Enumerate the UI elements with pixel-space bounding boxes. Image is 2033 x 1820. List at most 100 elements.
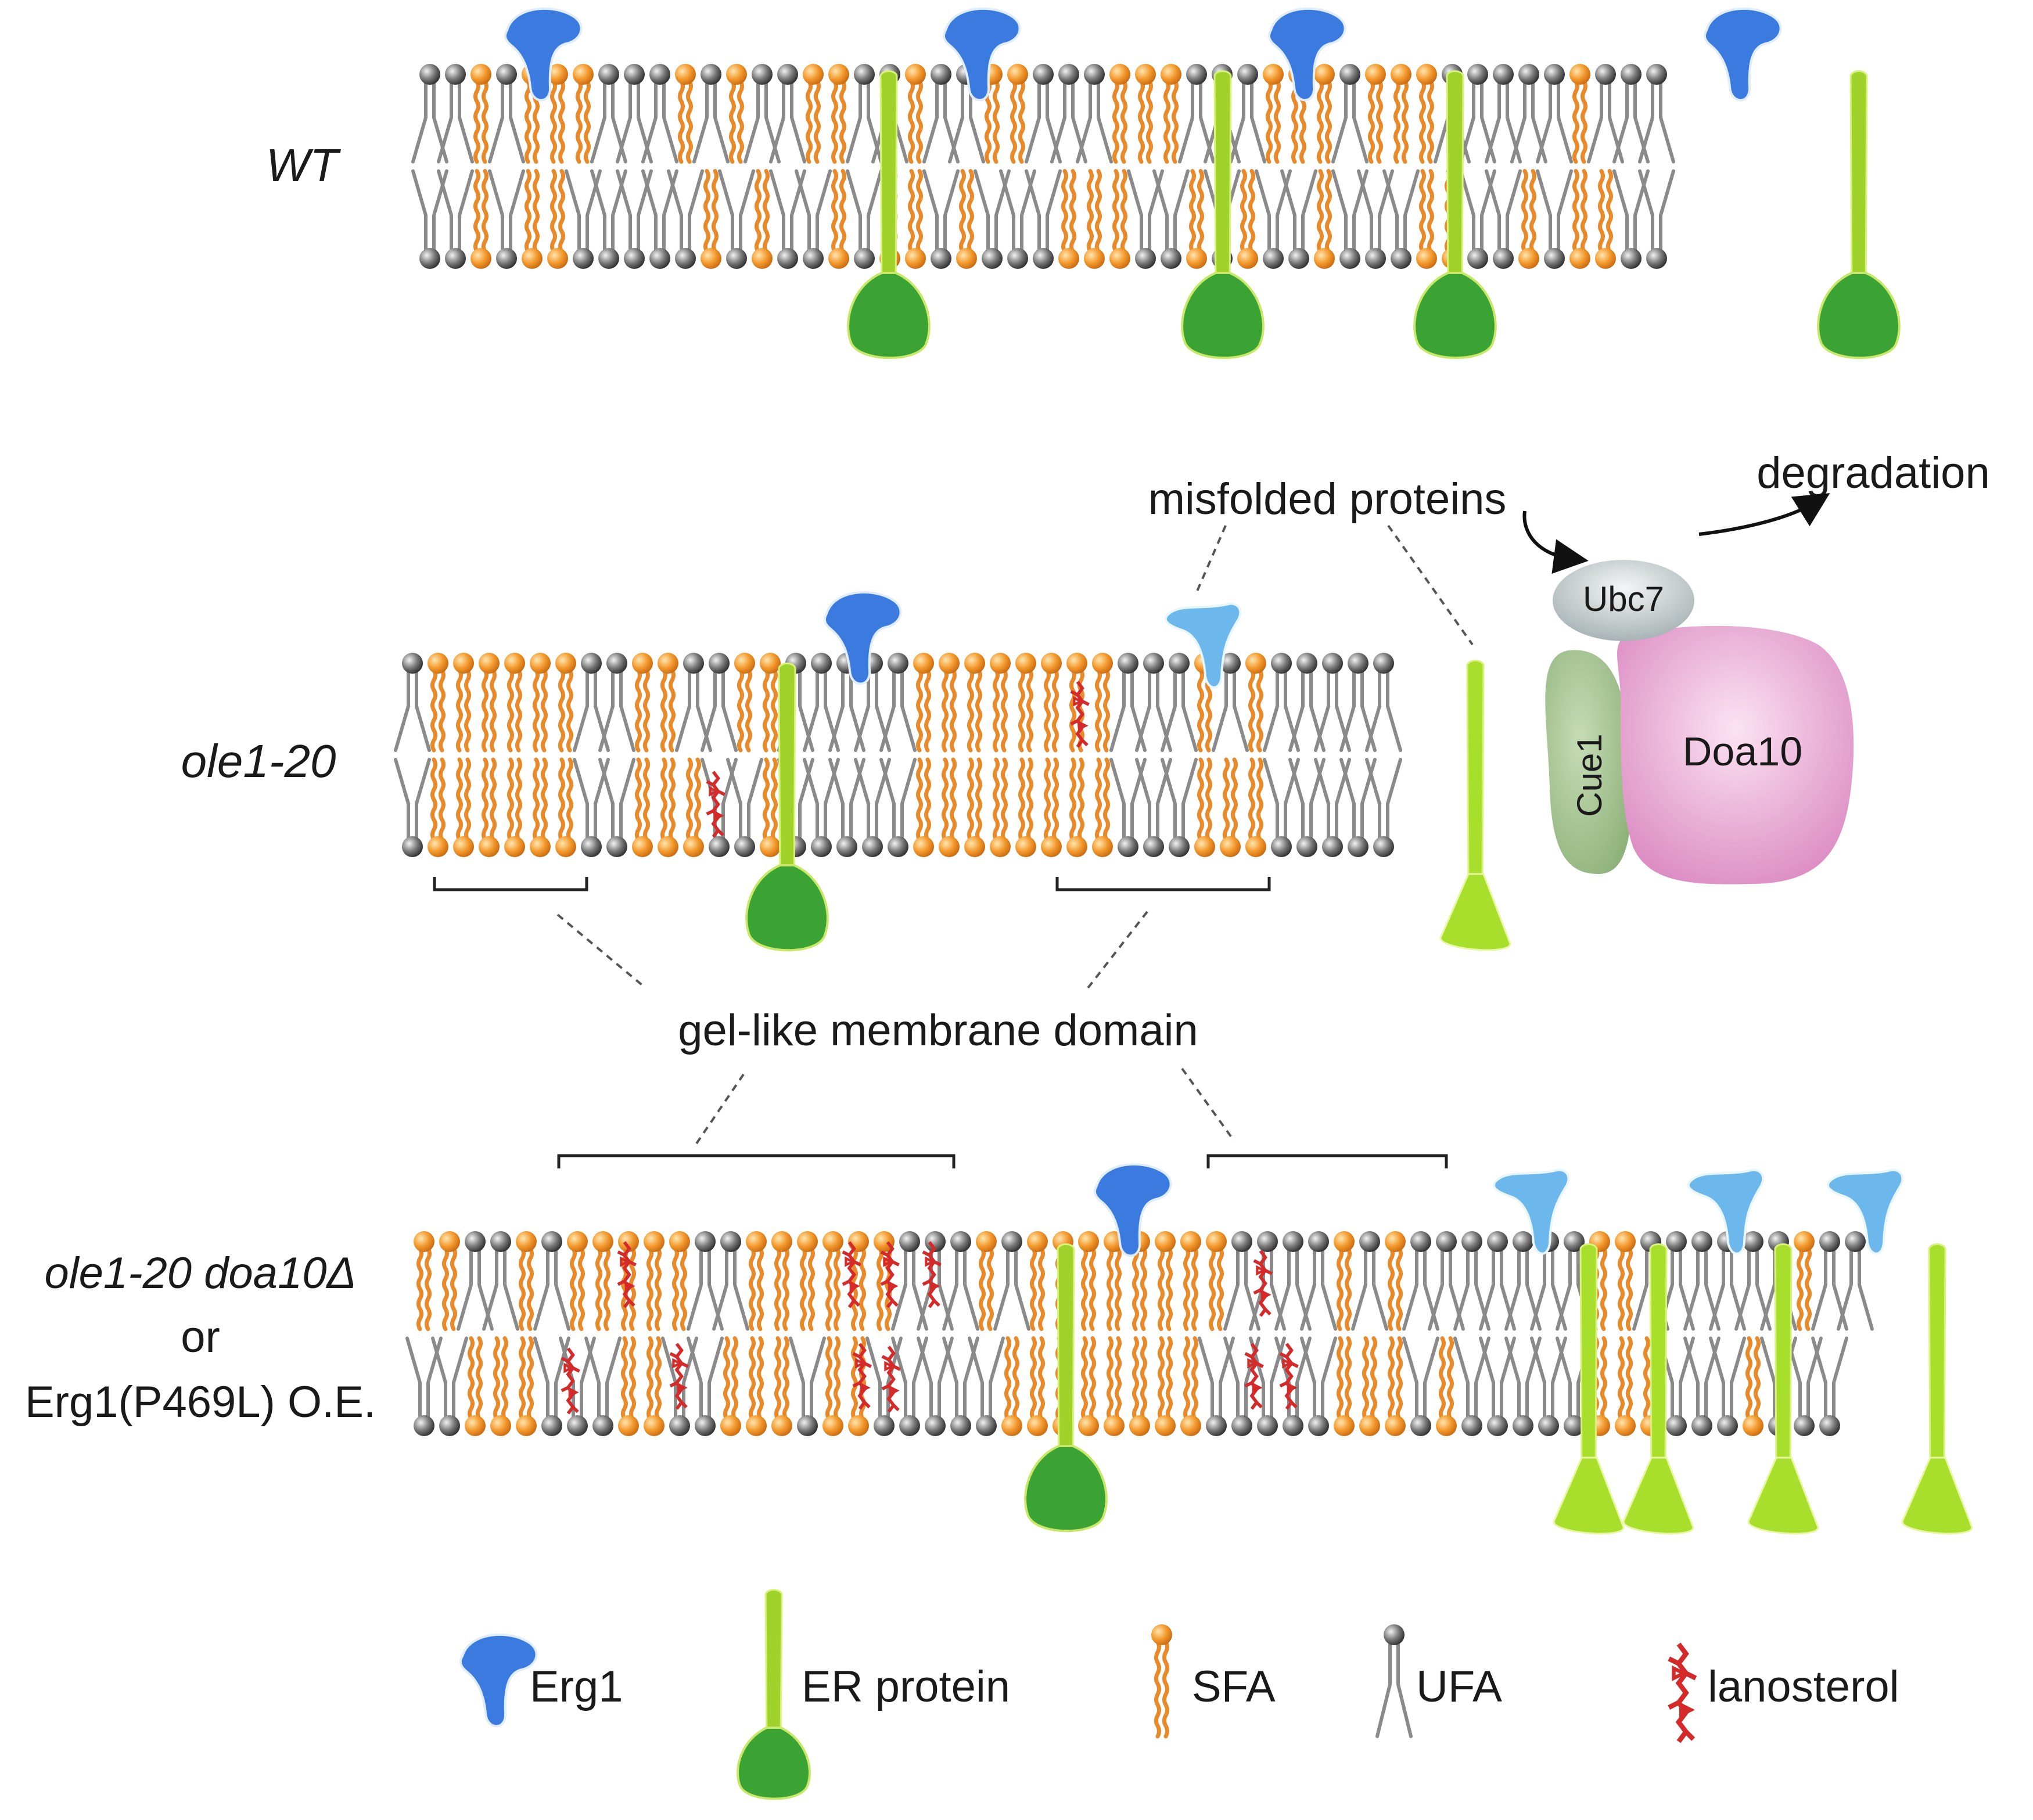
ufa-head — [419, 64, 440, 85]
sfa-head — [976, 1231, 997, 1252]
ufa-lipid — [1638, 64, 1675, 164]
ufa-head — [1001, 1231, 1022, 1252]
sfa-lipid — [439, 1231, 460, 1331]
sfa-lipid — [1794, 1231, 1815, 1331]
ufa-head — [1493, 248, 1514, 269]
ufa-head — [888, 653, 908, 674]
ufa-head — [854, 64, 875, 85]
ufa-head — [1410, 1415, 1431, 1436]
ufa-head — [1308, 1415, 1329, 1436]
sfa-head — [1129, 1415, 1150, 1436]
domain-bracket-4 — [1206, 1154, 1448, 1168]
ufa-lipid — [743, 64, 781, 164]
ufa-head — [1743, 1231, 1763, 1252]
legend-label-ufa: UFA — [1416, 1662, 1502, 1711]
gel-like-domain-label: gel-like membrane domain — [678, 1006, 1198, 1055]
misfolded-er-protein — [1901, 1243, 1973, 1535]
ufa-head — [1666, 1231, 1687, 1252]
sfa-lipid — [1245, 757, 1266, 857]
ufa-head — [1365, 248, 1386, 269]
lanosterol-molecule — [706, 771, 725, 838]
ufa-head — [541, 1415, 562, 1436]
ufa-head — [734, 836, 755, 857]
ufa-head — [1646, 64, 1667, 85]
sfa-head — [522, 248, 543, 269]
sfa-lipid — [1416, 169, 1437, 269]
sfa-lipid — [1027, 1336, 1048, 1436]
sfa-lipid — [1180, 1231, 1201, 1331]
ufa-head — [1487, 1415, 1508, 1436]
misfolded-erg1 — [1492, 1168, 1570, 1255]
ufa-head — [445, 248, 466, 269]
sfa-lipid — [453, 653, 474, 753]
sfa-head — [683, 836, 704, 857]
sfa-lipid — [567, 1231, 588, 1331]
ufa-lipid — [1709, 1336, 1746, 1436]
sfa-lipid — [1135, 64, 1156, 164]
sfa-head — [1161, 64, 1181, 85]
ufa-head — [1263, 248, 1284, 269]
sfa-head — [1092, 836, 1113, 857]
ufa-head — [1169, 653, 1190, 674]
sfa-head — [490, 1415, 511, 1436]
ufa-head — [1231, 1231, 1252, 1252]
sfa-lipid — [1436, 1336, 1457, 1436]
ufa-head — [1348, 836, 1368, 857]
ufa-head — [581, 836, 602, 857]
cue1-label: Cue1 — [1570, 733, 1609, 817]
ufa-lipid — [1536, 64, 1573, 164]
ufa-lipid — [687, 1336, 724, 1436]
ufa-head — [1691, 1415, 1712, 1436]
sfa-head — [555, 836, 576, 857]
ufa-head — [419, 248, 440, 269]
ufa-head — [402, 653, 423, 674]
domain-bracket-3 — [557, 1154, 956, 1168]
sfa-head — [701, 248, 721, 269]
ufa-head — [931, 248, 951, 269]
er-protein — [847, 70, 931, 359]
ufa-lipid — [667, 169, 704, 269]
misfolded-erg1 — [1687, 1168, 1765, 1255]
ufa-head — [592, 1415, 613, 1436]
sfa-lipid — [618, 1336, 639, 1436]
ufa-lipid — [1485, 169, 1522, 269]
sfa-head — [1220, 836, 1241, 857]
ufa-head — [982, 248, 1003, 269]
misfolded-er-protein — [1439, 660, 1511, 951]
sfa-head — [1334, 1415, 1355, 1436]
ufa-lipid — [1300, 1336, 1337, 1436]
ufa-head — [1564, 1231, 1585, 1252]
misfolded-pointer-right — [1387, 524, 1474, 646]
sfa-head — [1615, 1415, 1636, 1436]
ufa-lipid — [712, 1231, 749, 1331]
ufa-lipid — [879, 758, 917, 857]
ufa-head — [490, 1231, 511, 1252]
sfa-head — [734, 653, 755, 674]
ufa-head — [567, 1415, 588, 1436]
ufa-head — [1461, 1415, 1482, 1436]
sfa-head — [1104, 1415, 1125, 1436]
sfa-lipid — [1155, 1336, 1176, 1436]
ufa-lipid — [641, 64, 678, 164]
sfa-head — [1041, 653, 1062, 674]
ufa-head — [1513, 1231, 1533, 1252]
sfa-head — [956, 248, 977, 269]
sfa-lipid — [1186, 169, 1207, 269]
ufa-lipid — [457, 1231, 494, 1331]
lanosterol-molecule — [669, 1343, 689, 1410]
sfa-head — [1078, 1415, 1099, 1436]
misfolded-pointer-left — [1195, 525, 1227, 593]
sfa-lipid — [990, 757, 1011, 857]
sfa-lipid — [1391, 64, 1411, 164]
sfa-head — [479, 653, 500, 674]
sfa-head — [848, 1231, 869, 1252]
sfa-lipid — [516, 1231, 537, 1331]
sfa-head — [1007, 64, 1028, 85]
sfa-lipid — [1007, 64, 1028, 164]
ufa-lipid — [942, 1231, 979, 1331]
sfa-head — [828, 64, 849, 85]
ufa-head — [836, 836, 857, 857]
doa10-protein — [1617, 625, 1854, 884]
ufa-head — [701, 64, 721, 85]
sfa-head — [964, 653, 985, 674]
